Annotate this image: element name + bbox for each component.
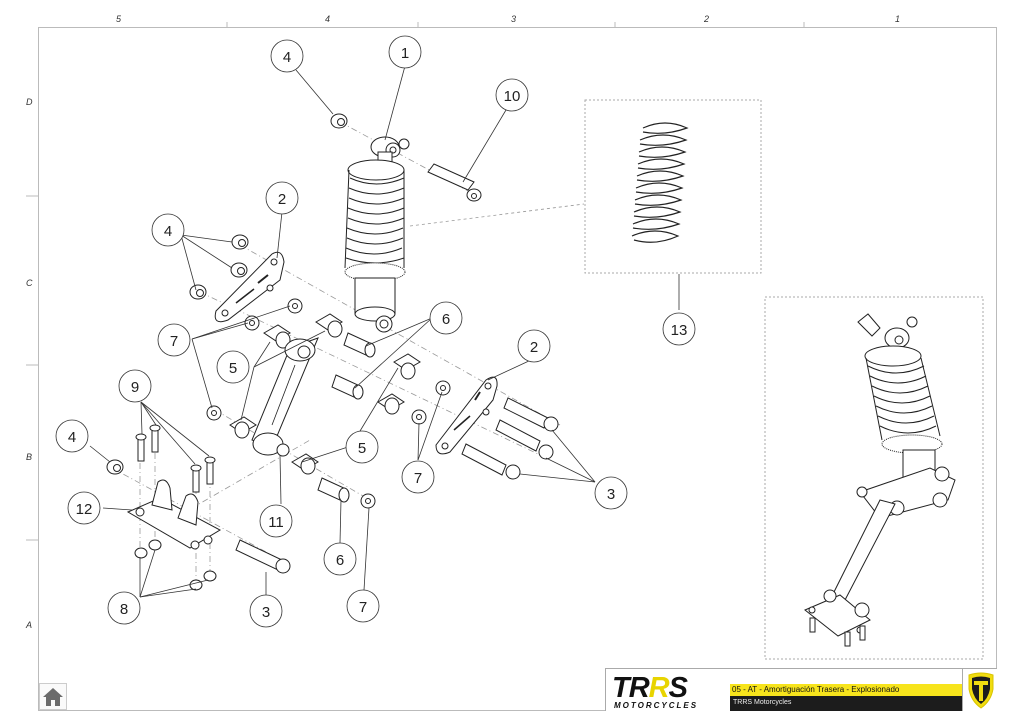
assembled-view bbox=[804, 313, 956, 647]
item-balloon: 4 bbox=[55, 419, 89, 453]
item-balloons: 1 2 2 3 3 4 4 4 5 5 6 6 7 7 7 8 9 10 11 … bbox=[55, 35, 696, 628]
bolt-part bbox=[427, 163, 482, 202]
item-balloon: 12 bbox=[67, 491, 101, 525]
balloon-label: 4 bbox=[164, 223, 172, 240]
item-balloon: 2 bbox=[517, 329, 551, 363]
item-balloon: 7 bbox=[401, 460, 435, 494]
brand-sub: MOTORCYCLES bbox=[614, 701, 698, 710]
item-balloon: 4 bbox=[270, 39, 304, 73]
nut-part bbox=[134, 539, 217, 591]
link-rod-part bbox=[251, 337, 319, 457]
balloon-label: 10 bbox=[504, 88, 521, 105]
item-balloon: 7 bbox=[157, 323, 191, 357]
item-balloon: 10 bbox=[495, 78, 529, 112]
balloon-label: 7 bbox=[414, 470, 422, 487]
balloon-label: 2 bbox=[278, 191, 286, 208]
item-balloon: 1 bbox=[388, 35, 422, 69]
item-balloon: 6 bbox=[323, 542, 357, 576]
zone-row-label: D bbox=[26, 97, 33, 107]
balloon-label: 13 bbox=[671, 322, 688, 339]
zone-column-label: 3 bbox=[511, 14, 517, 24]
spring-part bbox=[631, 122, 689, 243]
balloon-label: 12 bbox=[76, 501, 93, 518]
zone-row-label: C bbox=[26, 278, 33, 288]
trrs-shield-icon bbox=[968, 672, 994, 709]
balloon-label: 5 bbox=[358, 440, 366, 457]
zone-row-label: A bbox=[26, 620, 33, 630]
link-plate-part bbox=[214, 251, 285, 323]
balloon-label: 4 bbox=[68, 429, 76, 446]
item-balloon: 11 bbox=[259, 504, 293, 538]
link-plate-part bbox=[435, 376, 498, 455]
balloon-label: 5 bbox=[229, 360, 237, 377]
spring-detail-box bbox=[584, 99, 762, 274]
balloon-label: 7 bbox=[170, 333, 178, 350]
item-balloon: 6 bbox=[429, 301, 463, 335]
brand-name: TRRS bbox=[612, 672, 689, 704]
item-balloon: 2 bbox=[265, 181, 299, 215]
shield-cell bbox=[962, 669, 998, 711]
leader-lines bbox=[89, 65, 680, 598]
spacer-part bbox=[317, 332, 376, 503]
screw-part bbox=[135, 424, 216, 493]
item-balloon: 4 bbox=[151, 213, 185, 247]
balloon-label: 11 bbox=[268, 514, 284, 531]
zone-column-label: 4 bbox=[325, 14, 331, 24]
balloon-label: 6 bbox=[442, 311, 450, 328]
drawing-frame bbox=[38, 27, 997, 711]
balloon-label: 7 bbox=[359, 599, 367, 616]
trrs-logo: TRRS MOTORCYCLES bbox=[606, 669, 730, 711]
washer-part bbox=[206, 298, 451, 509]
balloon-label: 2 bbox=[530, 339, 538, 356]
mount-base-part bbox=[126, 479, 222, 550]
bushing-part bbox=[229, 313, 421, 475]
item-balloon: 7 bbox=[346, 589, 380, 623]
drawing-title: 05 - AT - Amortiguación Trasera - Explos… bbox=[730, 684, 962, 696]
home-icon bbox=[43, 688, 63, 706]
item-balloon: 8 bbox=[107, 591, 141, 625]
balloon-label: 9 bbox=[131, 379, 139, 396]
balloon-label: 6 bbox=[336, 552, 344, 569]
drawing-subtitle: TRRS Motorcycles bbox=[730, 696, 962, 711]
balloon-label: 1 bbox=[401, 45, 409, 62]
balloon-label: 8 bbox=[120, 601, 128, 618]
bolt-part bbox=[235, 397, 559, 574]
item-balloon: 13 bbox=[662, 312, 696, 346]
title-block: TRRS MOTORCYCLES 05 - AT - Amortiguación… bbox=[605, 668, 997, 711]
zone-row-label: B bbox=[26, 452, 33, 462]
zone-column-label: 2 bbox=[704, 14, 710, 24]
zone-column-label: 1 bbox=[895, 14, 901, 24]
shock-absorber-part bbox=[344, 136, 410, 333]
zone-ticks bbox=[26, 22, 805, 541]
zone-column-label: 5 bbox=[116, 14, 122, 24]
item-balloon: 9 bbox=[118, 369, 152, 403]
home-button[interactable] bbox=[39, 683, 67, 710]
bushing-part bbox=[106, 113, 348, 475]
item-balloon: 3 bbox=[594, 476, 628, 510]
balloon-label: 3 bbox=[607, 486, 615, 503]
balloon-label: 4 bbox=[283, 49, 291, 66]
balloon-label: 3 bbox=[262, 604, 270, 621]
item-balloon: 5 bbox=[216, 350, 250, 384]
item-balloon: 3 bbox=[249, 594, 283, 628]
item-balloon: 5 bbox=[345, 430, 379, 464]
assembled-view-box bbox=[764, 296, 984, 660]
